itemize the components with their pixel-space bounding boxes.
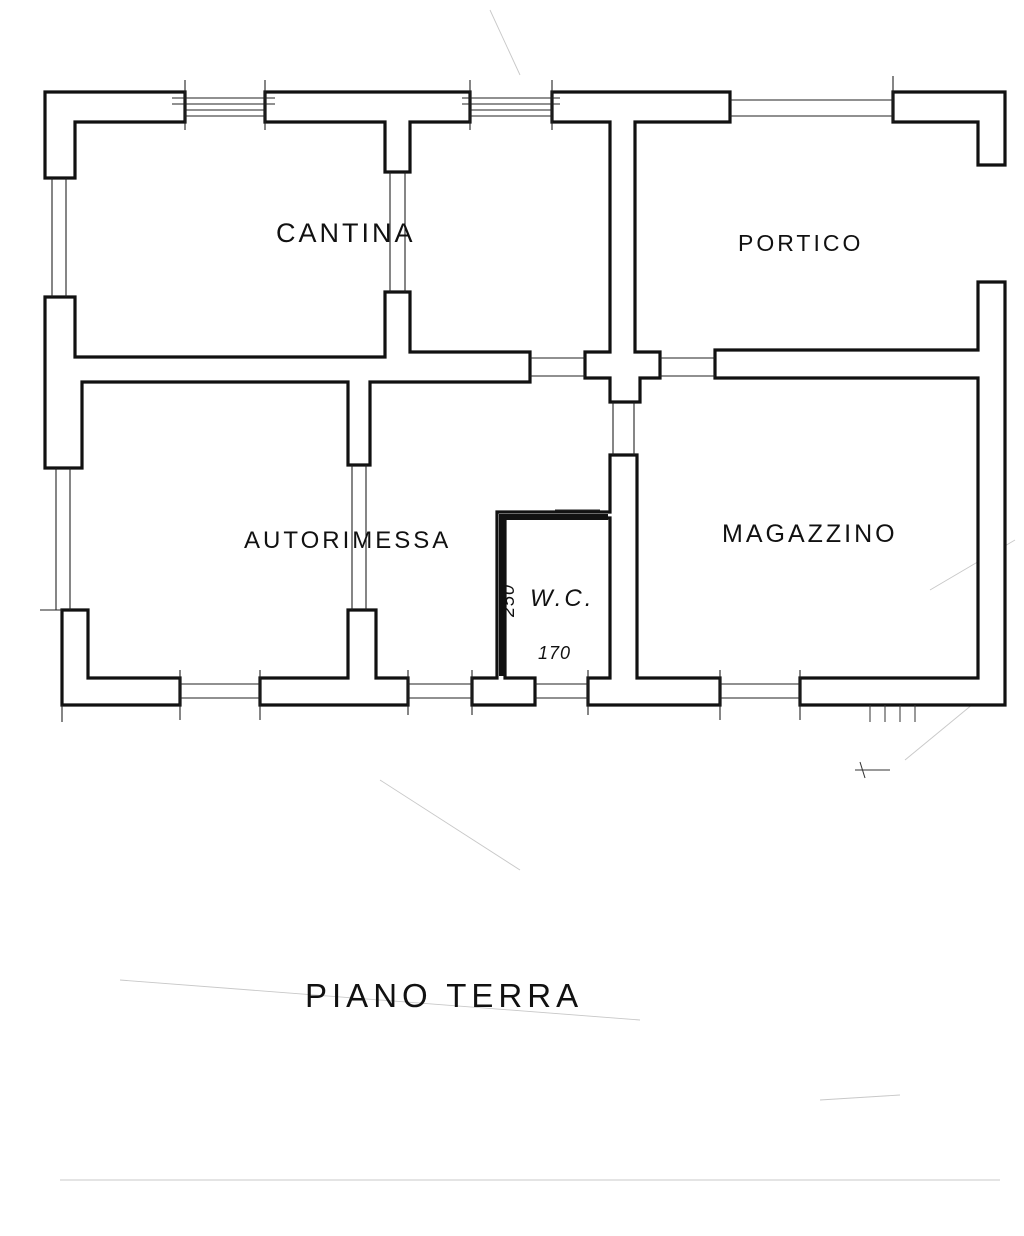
dimension-wc-height: 250 xyxy=(498,583,519,618)
wall-top-left xyxy=(43,90,187,180)
wall-top-far-right xyxy=(891,90,1007,167)
wall-top-middle xyxy=(263,90,472,174)
dimension-wc-width: 170 xyxy=(538,643,572,663)
windows xyxy=(40,76,916,779)
wall-left-middle xyxy=(43,290,532,470)
paper-marks xyxy=(60,9,1016,1181)
wall-bottom-left xyxy=(60,608,182,707)
wall-right xyxy=(713,280,1007,707)
plan-title: PIANO TERRA xyxy=(305,977,584,1014)
walls xyxy=(43,90,1007,707)
wall-wc-center xyxy=(470,453,722,707)
room-label-cantina: CANTINA xyxy=(276,218,416,248)
wall-top-right-center xyxy=(550,90,732,404)
room-label-autorimessa: AUTORIMESSA xyxy=(244,527,452,554)
room-label-portico: PORTICO xyxy=(738,230,864,256)
room-label-wc: W.C. xyxy=(530,585,595,612)
room-label-magazzino: MAGAZZINO xyxy=(722,520,898,548)
wall-bottom-middle-left xyxy=(258,608,410,707)
